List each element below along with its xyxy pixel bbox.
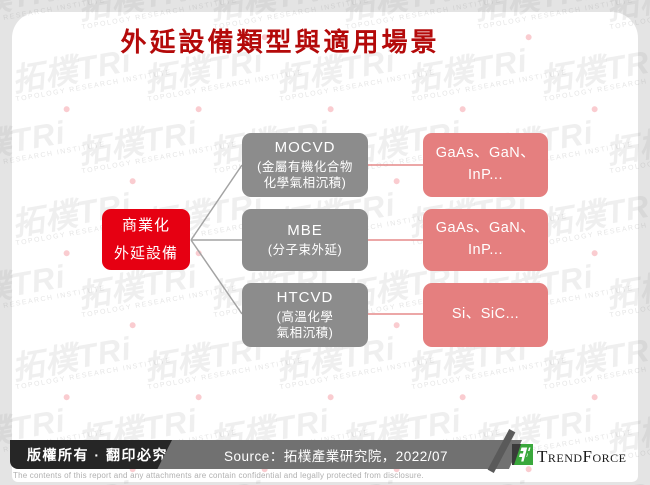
root-node-commercial-epitaxy: 商業化 外延設備 — [102, 209, 190, 270]
node-mocvd: MOCVD (金屬有機化合物 化學氣相沉積) — [242, 133, 368, 197]
node-mbe: MBE (分子束外延) — [242, 209, 368, 271]
root-node-line2: 外延設備 — [113, 244, 178, 262]
node-mbe-desc1: (分子束外延) — [267, 242, 343, 257]
node-mocvd-desc1: (金屬有機化合物 — [257, 159, 353, 174]
node-htcvd-desc2: 氣相沉積) — [276, 326, 334, 340]
node-htcvd-name: HTCVD — [276, 288, 334, 306]
node-mocvd-materials: GaAs、GaN、InP... — [423, 133, 548, 197]
node-htcvd-materials: Si、SiC... — [423, 283, 548, 347]
node-htcvd: HTCVD (高溫化學 氣相沉積) — [242, 283, 368, 347]
node-mocvd-name: MOCVD — [274, 138, 336, 156]
trendforce-logo: TrendForce — [512, 444, 627, 470]
trendforce-wordmark: TrendForce — [537, 447, 627, 466]
trendforce-logo-icon — [512, 444, 533, 470]
node-mbe-materials: GaAs、GaN、InP... — [423, 209, 548, 271]
footer-disclaimer: The contents of this report and any atta… — [13, 471, 424, 480]
root-node-line1: 商業化 — [121, 216, 170, 234]
source-bar: Source：拓樸產業研究院，2022/07 — [150, 440, 522, 469]
page-title: 外延設備類型與適用場景 — [120, 28, 440, 57]
node-htcvd-desc1: (高溫化學 — [276, 309, 334, 324]
copyright-ribbon: 版權所有 · 翻印必究 — [10, 440, 172, 469]
node-mocvd-desc2: 化學氣相沉積) — [263, 176, 347, 190]
node-mbe-name: MBE — [287, 221, 323, 239]
